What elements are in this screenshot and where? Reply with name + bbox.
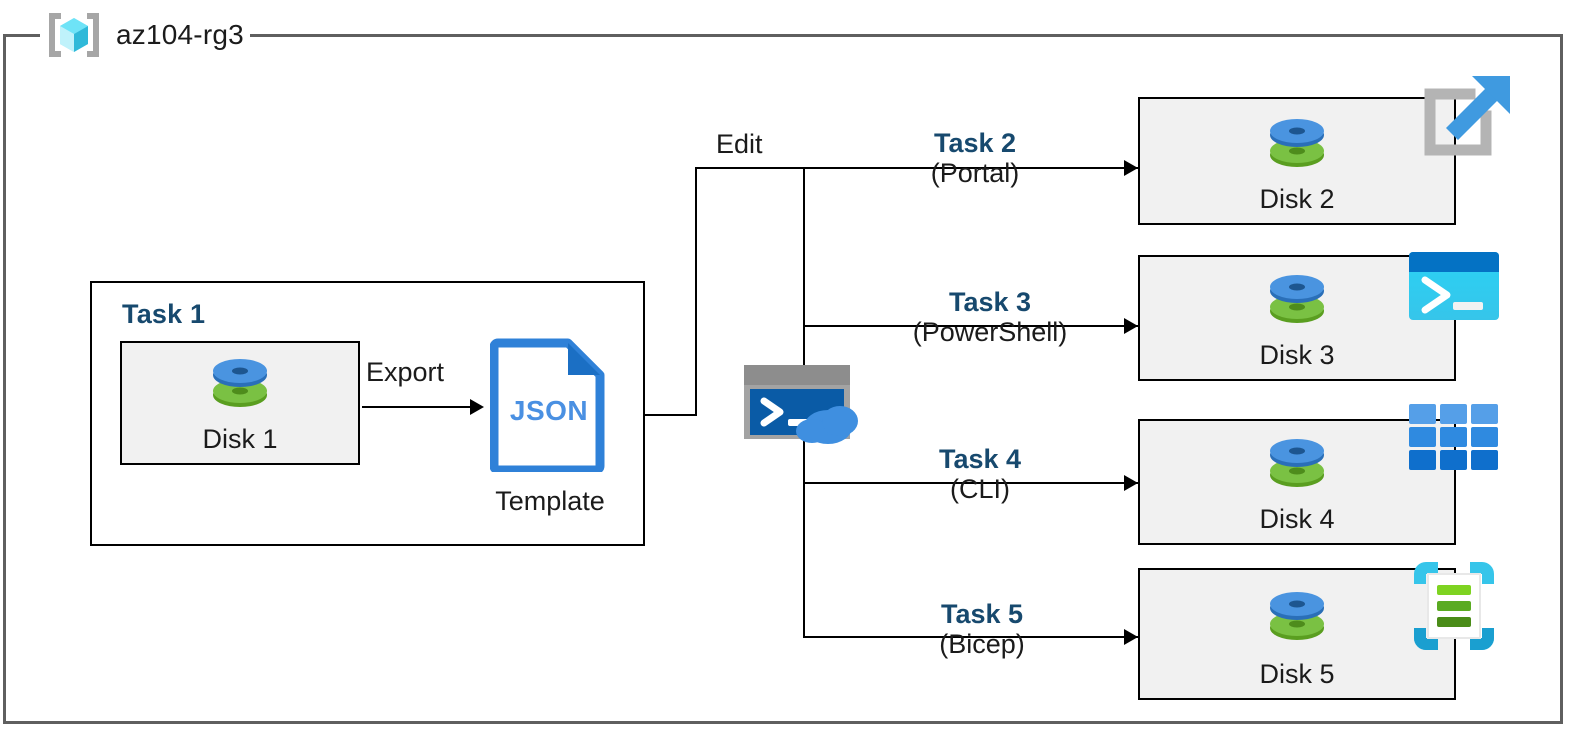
azure-portal-icon	[1408, 72, 1516, 176]
task3-arrow-line	[803, 325, 1144, 327]
managed-disk-icon	[208, 353, 272, 415]
export-label: Export	[366, 357, 445, 387]
managed-disk-icon	[1265, 433, 1329, 495]
task2-arrow-line	[803, 167, 1144, 169]
task3-tool: (PowerShell)	[912, 317, 1068, 348]
disk5-box: Disk 5	[1138, 568, 1456, 700]
task2-tool: (Portal)	[930, 158, 1020, 189]
task4-edge-label: Task 4 (CLI)	[870, 445, 1090, 507]
task4-title: Task 4	[938, 444, 1022, 474]
task3-edge-label: Task 3 (PowerShell)	[860, 288, 1120, 350]
managed-disk-icon	[1265, 113, 1329, 175]
disk2-label: Disk 2	[1259, 184, 1335, 214]
template-caption: Template	[495, 486, 605, 516]
task2-arrow-head	[1124, 160, 1138, 176]
azure-cli-icon	[1408, 403, 1500, 471]
task2-title: Task 2	[933, 128, 1017, 158]
export-arrow-head	[470, 399, 484, 415]
task5-arrow-head	[1124, 629, 1138, 645]
task3-title: Task 3	[948, 287, 1032, 317]
disk4-box: Disk 4	[1138, 419, 1456, 545]
disk1-label: Disk 1	[202, 424, 278, 454]
task5-edge-label: Task 5 (Bicep)	[862, 600, 1102, 662]
disk2-box: Disk 2	[1138, 97, 1456, 225]
disk3-label: Disk 3	[1259, 340, 1335, 370]
powershell-icon	[1407, 250, 1501, 322]
bicep-icon	[1408, 558, 1500, 654]
edit-label: Edit	[716, 129, 763, 159]
edit-line-h-lower	[645, 414, 697, 416]
task5-arrow-line	[803, 636, 1144, 638]
disk3-box: Disk 3	[1138, 255, 1456, 381]
disk5-label: Disk 5	[1259, 659, 1335, 689]
disk1-box: Disk 1	[120, 341, 360, 465]
resource-group-icon	[46, 7, 102, 63]
task2-edge-label: Task 2 (Portal)	[855, 129, 1095, 191]
task5-title: Task 5	[940, 599, 1024, 629]
managed-disk-icon	[1265, 269, 1329, 331]
managed-disk-icon	[1265, 586, 1329, 648]
resource-group-frame	[3, 34, 1563, 724]
task4-arrow-line	[803, 482, 1144, 484]
task4-arrow-head	[1124, 475, 1138, 491]
task5-tool: (Bicep)	[939, 629, 1025, 660]
task3-arrow-head	[1124, 318, 1138, 334]
disk4-label: Disk 4	[1259, 504, 1335, 534]
task1-label: Task 1	[122, 299, 206, 329]
resource-group-header: az104-rg3	[40, 13, 250, 57]
json-file-icon: JSON	[490, 337, 608, 472]
cloud-shell-icon	[744, 365, 866, 445]
resource-group-name: az104-rg3	[116, 19, 244, 50]
export-arrow-line	[362, 406, 472, 408]
edit-line-v	[695, 167, 697, 416]
task4-tool: (CLI)	[950, 474, 1010, 505]
